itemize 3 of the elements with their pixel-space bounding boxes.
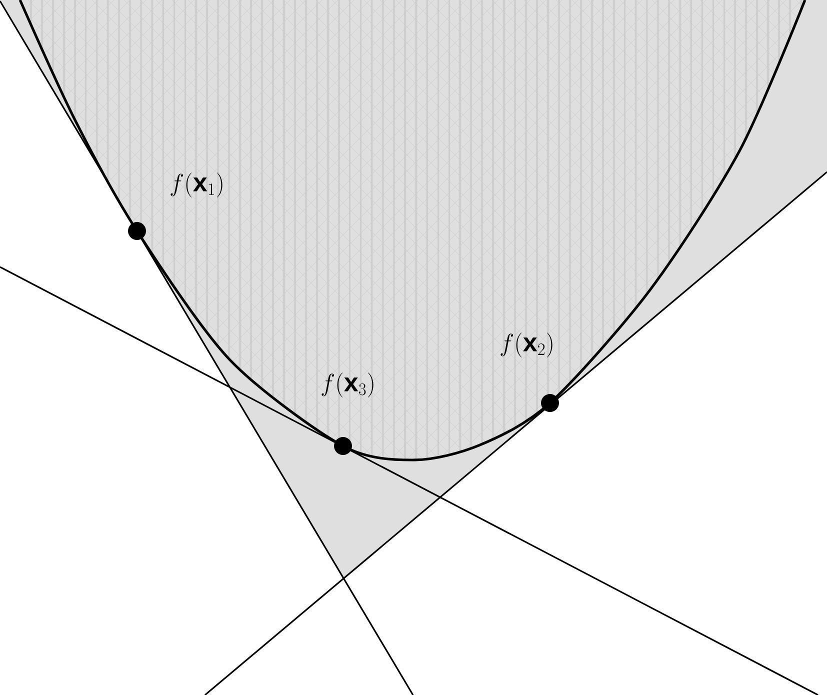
point-label: $f(\mathbf{x}_3)$ — [322, 372, 374, 398]
point-label: $f(\mathbf{x}_1)$ — [170, 172, 222, 198]
point-label: $f(\mathbf{x}_2)$ — [500, 332, 552, 358]
